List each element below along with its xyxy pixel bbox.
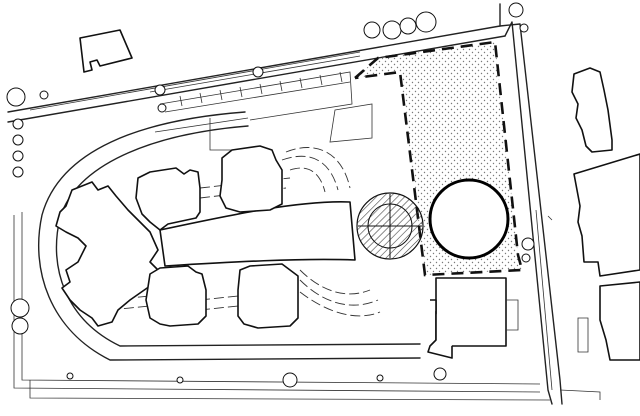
neighbor-building-3: [599, 281, 640, 361]
road-right: [499, 21, 563, 405]
tree-icon: [154, 84, 166, 96]
tree-icon: [433, 367, 447, 381]
tree-icon: [282, 372, 298, 388]
tree-icon: [508, 2, 524, 18]
tree-icon: [12, 118, 24, 130]
west-wing-building: [55, 181, 159, 327]
tree-icon: [6, 87, 26, 107]
south-block-2: [237, 263, 299, 329]
parcel-line: [547, 215, 601, 400]
tree-icon: [176, 376, 184, 384]
hatched-plaza: [356, 192, 424, 260]
neighbor-building-2: [573, 153, 640, 277]
tree-icon: [12, 150, 24, 162]
north-block-2: [219, 145, 283, 213]
tree-icon: [157, 103, 167, 113]
south-block-1: [145, 265, 207, 327]
circular-tank: [428, 178, 510, 260]
neighbor-outline: [577, 317, 589, 353]
tree-icon: [39, 90, 49, 100]
tree-icon: [521, 237, 535, 251]
tree-icon: [363, 21, 381, 39]
tree-icon: [382, 20, 402, 40]
central-spine-building: [159, 201, 356, 267]
tree-icon: [252, 66, 264, 78]
tree-icon: [12, 134, 24, 146]
east-building: [427, 277, 519, 359]
trees: [6, 2, 535, 388]
outbuilding: [79, 29, 133, 73]
north-block-1: [135, 167, 201, 231]
tree-icon: [519, 23, 529, 33]
tree-icon: [66, 372, 74, 380]
parking-area: [154, 71, 373, 151]
tree-icon: [11, 317, 29, 335]
tree-icon: [415, 11, 437, 33]
neighbor-building-1: [571, 67, 613, 153]
tree-icon: [521, 253, 531, 263]
tree-icon: [399, 17, 417, 35]
tree-icon: [10, 298, 30, 318]
tree-icon: [12, 166, 24, 178]
tree-icon: [376, 374, 384, 382]
